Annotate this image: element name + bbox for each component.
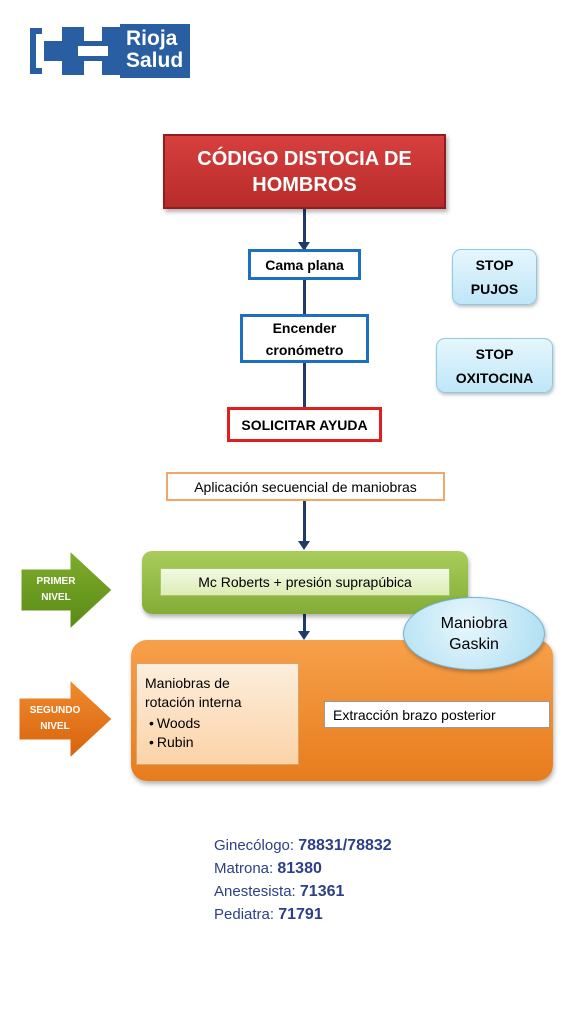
mc-roberts-label: Mc Roberts + presión suprapúbica (198, 574, 412, 590)
logo-line2: Salud (126, 49, 184, 72)
rotacion-item-woods: Woods (157, 714, 290, 733)
step-cama-label: Cama plana (265, 256, 344, 273)
stop-pujos-box: STOP PUJOS (452, 249, 537, 305)
step-ayuda-label: SOLICITAR AYUDA (241, 416, 368, 433)
contact-role: Pediatra: (214, 906, 279, 923)
rioja-salud-logo: Rioja Salud (28, 24, 190, 78)
connector-line (303, 279, 306, 315)
connector-arrowhead (298, 242, 310, 251)
contact-ginecologo: Ginecólogo: 78831/78832 (214, 834, 514, 857)
health-cross-icon (28, 24, 124, 78)
connector-line (303, 362, 306, 408)
step-cronometro-line1: Encender (272, 319, 337, 336)
contact-role: Ginecólogo: (214, 837, 299, 854)
connector-line (303, 614, 306, 634)
stop-pujos-line1: STOP (475, 257, 514, 273)
gaskin-line2: Gaskin (449, 635, 499, 653)
step-aplicacion-secuencial: Aplicación secuencial de maniobras (166, 472, 445, 501)
connector-arrowhead (298, 541, 310, 550)
segundo-nivel-line2: NIVEL (40, 721, 70, 732)
gaskin-line1: Maniobra (440, 614, 508, 632)
connector-arrowhead (298, 631, 310, 640)
stop-oxitocina-line2: OXITOCINA (455, 369, 534, 386)
contact-list: Ginecólogo: 78831/78832 Matrona: 81380 A… (214, 834, 514, 926)
mc-roberts-box: Mc Roberts + presión suprapúbica (160, 568, 450, 596)
rotacion-interna-box: Maniobras de rotación interna Woods Rubi… (136, 663, 299, 765)
contact-anestesista: Anestesista: 71361 (214, 880, 514, 903)
rotacion-list: Woods Rubin (145, 714, 290, 752)
primer-nivel-line1: PRIMER (36, 576, 76, 587)
contact-number: 81380 (277, 860, 322, 877)
stop-oxitocina-line1: STOP (475, 345, 514, 362)
connector-line (303, 209, 306, 249)
maniobra-gaskin-ellipse: Maniobra Gaskin (403, 597, 545, 670)
step-aplicacion-label: Aplicación secuencial de maniobras (194, 478, 417, 495)
contact-number: 78831/78832 (298, 837, 392, 854)
contact-matrona: Matrona: 81380 (214, 857, 514, 880)
title-line2: HOMBROS (252, 173, 357, 196)
primer-nivel-line2: NIVEL (41, 592, 71, 603)
step-cronometro-line2: cronómetro (265, 341, 344, 358)
contact-pediatra: Pediatra: 71791 (214, 903, 514, 926)
connector-line (303, 500, 306, 544)
step-solicitar-ayuda: SOLICITAR AYUDA (227, 407, 382, 442)
primer-nivel-arrow: PRIMER NIVEL (20, 550, 114, 630)
extraccion-brazo-box: Extracción brazo posterior (324, 701, 550, 728)
title-line1: CÓDIGO DISTOCIA DE (197, 147, 412, 170)
contact-role: Anestesista: (214, 883, 300, 900)
step-cronometro: Encender cronómetro (240, 314, 369, 363)
stop-pujos-line2: PUJOS (470, 281, 519, 297)
segundo-nivel-arrow: SEGUNDO NIVEL (18, 679, 114, 759)
logo-line1: Rioja (126, 27, 178, 50)
rotacion-item-rubin: Rubin (157, 733, 290, 752)
step-cama-plana: Cama plana (248, 249, 361, 280)
segundo-nivel-line1: SEGUNDO (29, 705, 81, 716)
contact-number: 71791 (278, 906, 323, 923)
rotacion-line1: Maniobras de (145, 675, 230, 691)
contact-number: 71361 (299, 883, 345, 900)
rotacion-line2: rotación interna (145, 694, 242, 710)
title-box: CÓDIGO DISTOCIA DE HOMBROS (163, 134, 446, 209)
contact-role: Matrona: (214, 860, 278, 877)
extraccion-brazo-label: Extracción brazo posterior (333, 706, 496, 723)
stop-oxitocina-box: STOP OXITOCINA (436, 338, 553, 393)
